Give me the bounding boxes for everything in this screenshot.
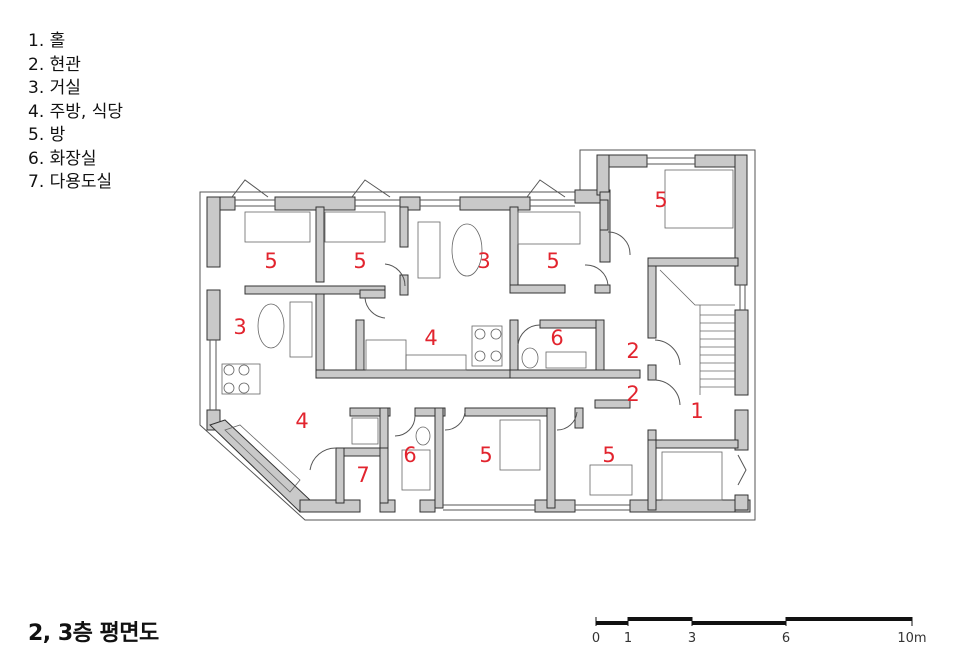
legend-item-bathroom: 6. 화장실 <box>28 148 97 169</box>
room-label: 3 <box>233 315 246 339</box>
legend-item-living-room: 3. 거실 <box>28 78 81 98</box>
walls <box>206 154 751 513</box>
legend-item-hall: 1. 홀 <box>28 31 66 51</box>
room-legend: 1. 홀 2. 현관 3. 거실 4. 주방, 식당 5. 방 6. 화장실 7… <box>28 30 123 195</box>
legend-item-entrance: 2. 현관 <box>28 54 81 75</box>
room-numbers: 5 5 5 3 5 3 4 6 2 2 1 4 7 6 5 5 <box>233 188 703 487</box>
room-label: 1 <box>690 399 703 423</box>
room-label: 7 <box>356 463 369 487</box>
windows <box>209 157 747 511</box>
legend-item-utility-room: 7. 다용도실 <box>28 172 113 192</box>
plan-title: 2, 3층 평면도 <box>28 621 159 646</box>
room-label: 6 <box>403 443 416 467</box>
room-label: 5 <box>264 249 277 273</box>
room-label: 5 <box>654 188 667 212</box>
staircase <box>659 269 735 395</box>
room-label: 5 <box>353 249 366 273</box>
scale-tick-label: 1 <box>624 631 632 646</box>
room-label: 6 <box>550 326 563 350</box>
room-label: 2 <box>626 382 639 406</box>
scale-tick-label: 10m <box>897 631 926 646</box>
slab-outline <box>199 149 756 521</box>
room-label: 2 <box>626 339 639 363</box>
scale-bar: 0 1 3 6 10m <box>592 617 927 646</box>
legend-item-kitchen-dining: 4. 주방, 식당 <box>28 101 123 122</box>
scale-tick-label: 3 <box>688 631 696 646</box>
room-label: 3 <box>477 249 490 273</box>
room-label: 5 <box>602 443 615 467</box>
furniture <box>221 169 734 501</box>
room-label: 5 <box>479 443 492 467</box>
legend-item-room: 5. 방 <box>28 125 66 145</box>
room-label: 4 <box>295 409 308 433</box>
room-label: 5 <box>546 249 559 273</box>
doors <box>309 231 681 471</box>
scale-tick-label: 6 <box>782 631 790 646</box>
scale-tick-label: 0 <box>592 631 600 646</box>
room-label: 4 <box>424 326 437 350</box>
